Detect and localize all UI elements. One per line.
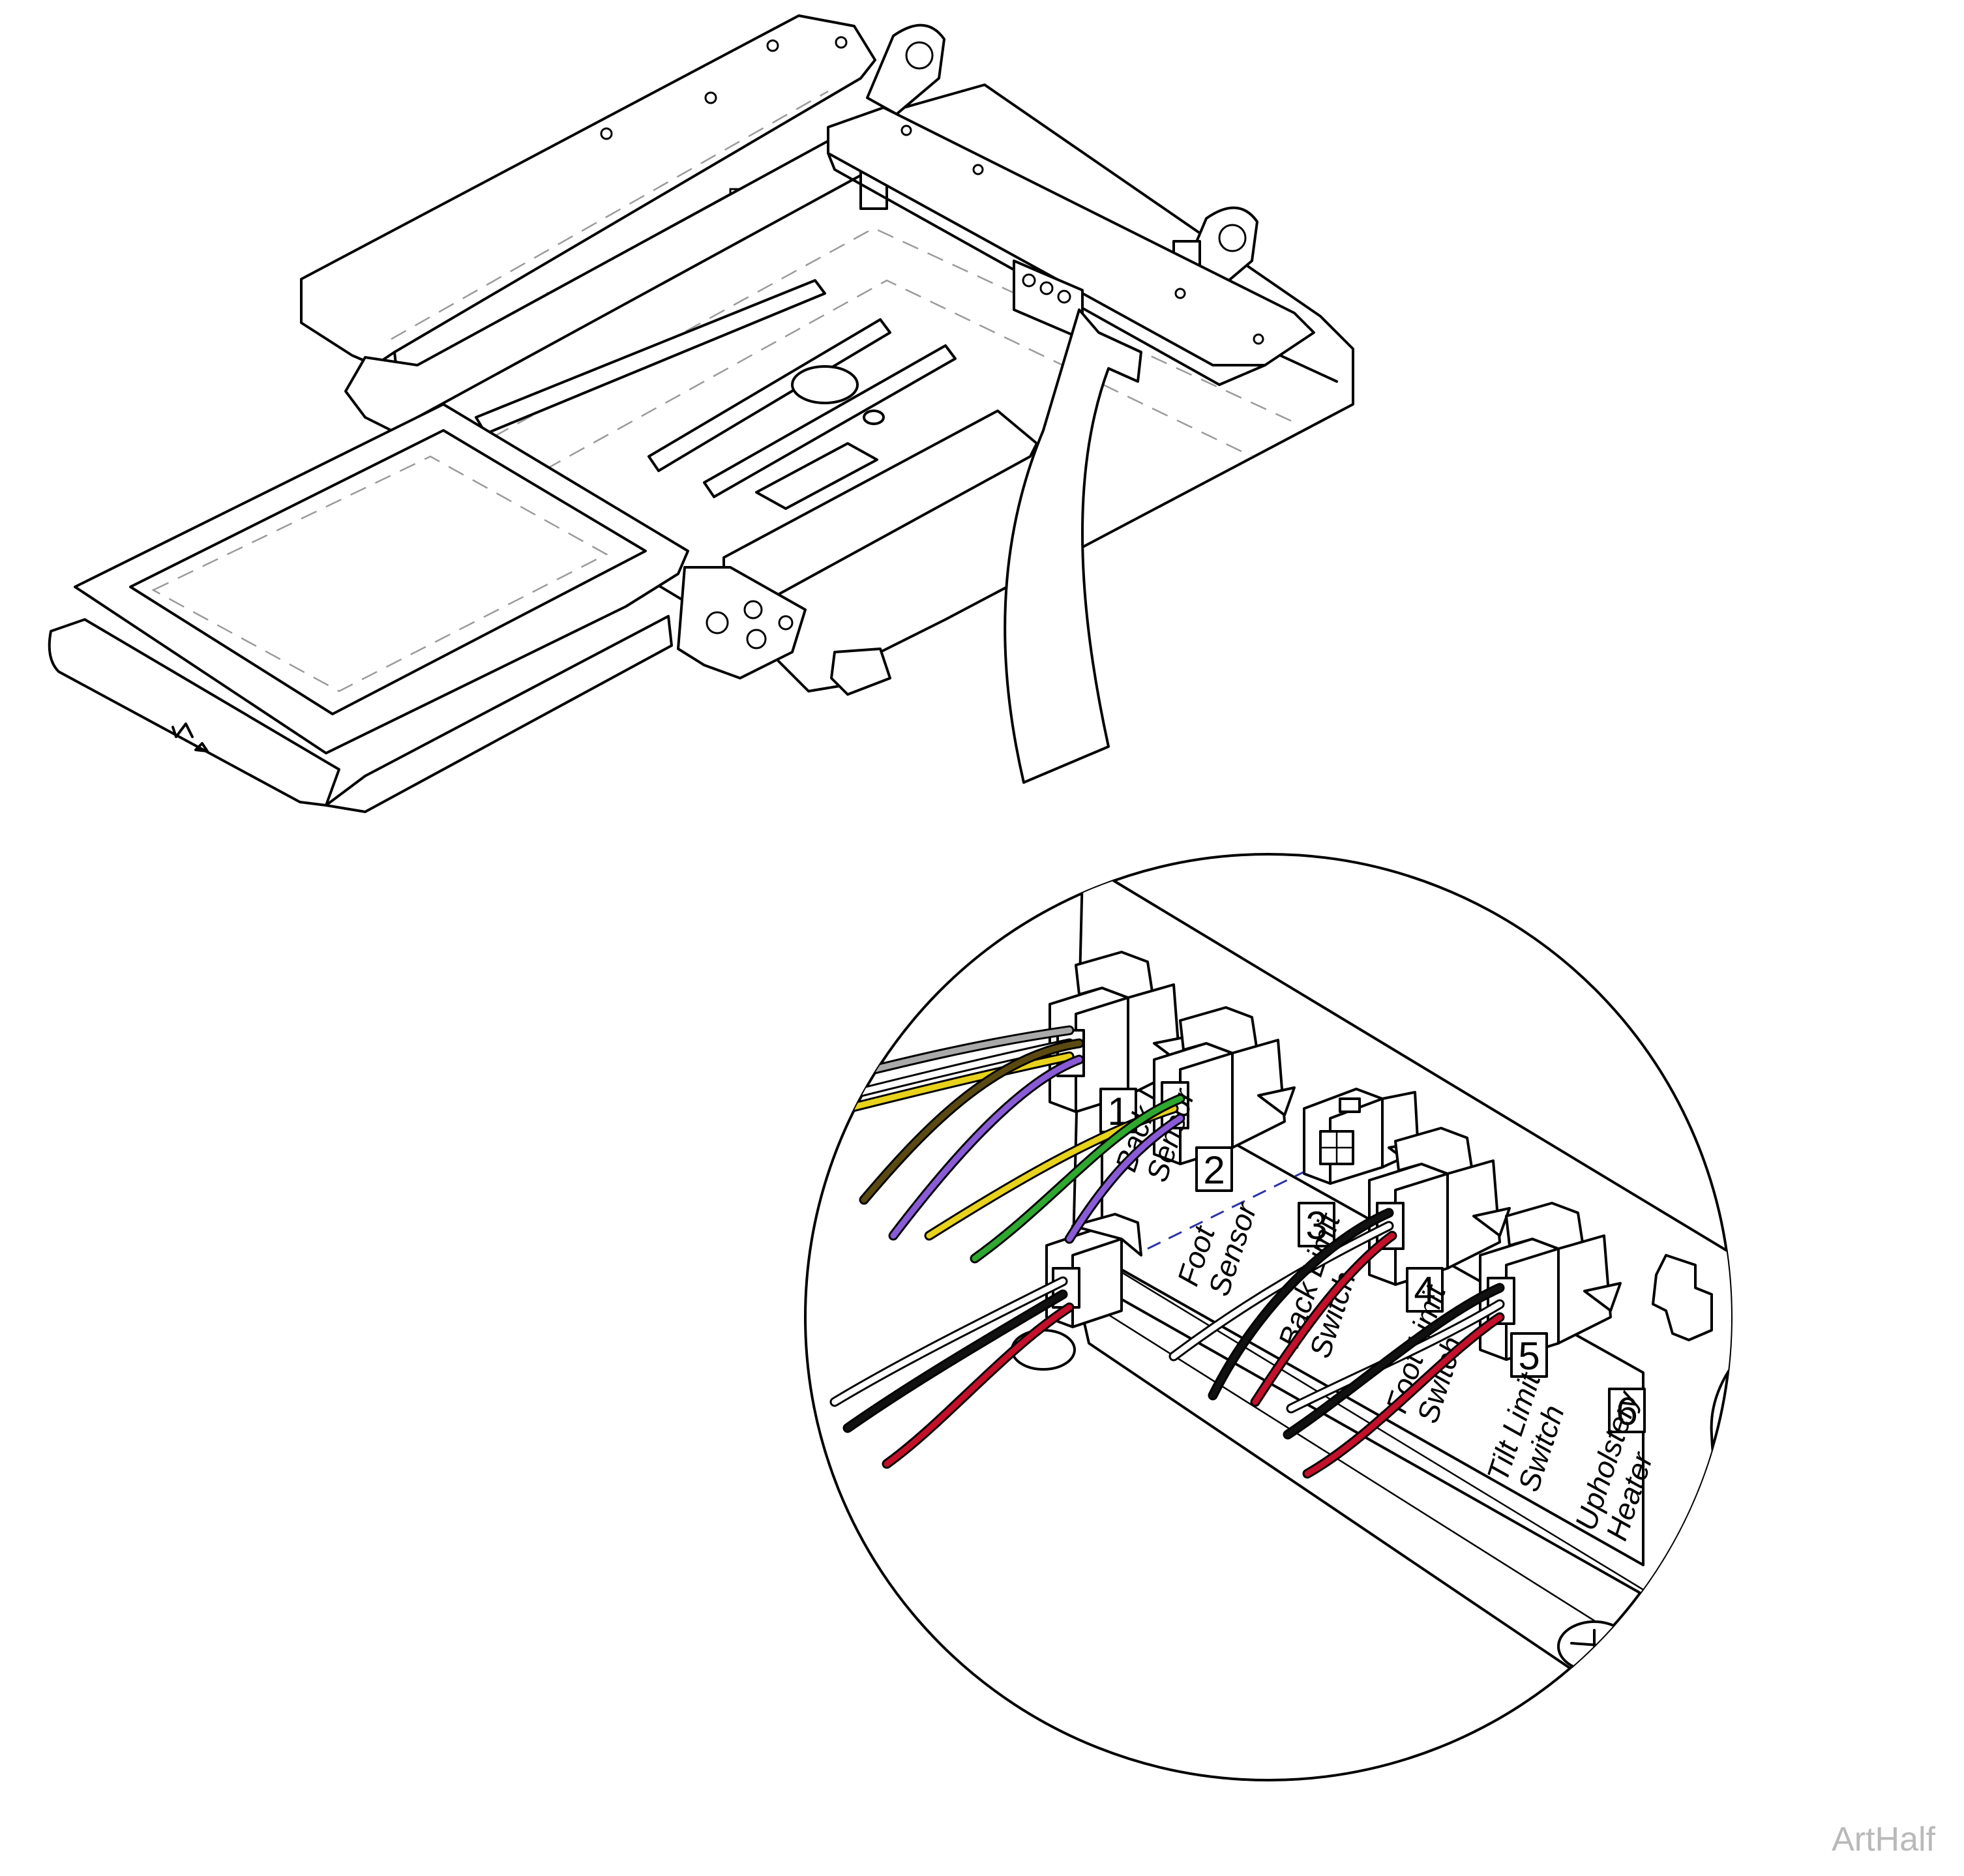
connector-5 — [1479, 1202, 1622, 1361]
port-number-4: 4 — [1414, 1269, 1435, 1313]
plate-hole — [600, 127, 613, 140]
wire-purple — [1066, 1115, 1183, 1242]
connector-2 — [1153, 1006, 1296, 1165]
base-top-plate — [300, 14, 876, 366]
port-number-6: 6 — [1616, 1390, 1637, 1433]
port-number-box — [1298, 1202, 1335, 1247]
frame-slot — [755, 442, 878, 510]
port-number-box — [1510, 1332, 1548, 1378]
bumper-foot — [830, 648, 891, 696]
plate-hole — [766, 39, 779, 52]
front-bracket-hole — [706, 611, 729, 634]
wire-black — [1210, 1210, 1392, 1399]
plate-hole — [704, 91, 717, 104]
wires — [816, 1025, 1505, 1479]
port-number-3: 3 — [1305, 1204, 1327, 1247]
center-boss — [791, 365, 859, 404]
wire-white — [1170, 1223, 1392, 1360]
front-bracket-hole — [778, 615, 794, 631]
connector-alignment-line — [1147, 1156, 1334, 1250]
hidden-line — [391, 90, 829, 340]
front-bracket-hole — [746, 629, 767, 649]
wire-black — [1285, 1285, 1503, 1438]
foot-tray — [74, 403, 689, 754]
port-number-5: 5 — [1518, 1334, 1540, 1378]
wire-red — [884, 1304, 1073, 1467]
wire-red — [1304, 1314, 1503, 1477]
cross-bracket — [827, 106, 1315, 366]
front-bracket-hole — [743, 600, 763, 619]
front-bracket — [677, 566, 807, 679]
port-number-box — [1608, 1388, 1646, 1433]
port-number-2: 2 — [1203, 1148, 1225, 1192]
slide-rail — [647, 318, 891, 472]
panel-keyhole-cutout — [1652, 1254, 1713, 1341]
pivot-hole — [905, 41, 934, 70]
detail-callout-leader — [1004, 308, 1142, 784]
wire-red — [1252, 1232, 1395, 1405]
wire-black — [844, 1291, 1066, 1431]
tray-bumper — [48, 618, 340, 807]
connector-4 — [1368, 1127, 1511, 1286]
wire-purple — [890, 1056, 1082, 1239]
detail-view-contents: 1 2 3 4 5 6 Back Sensor Foot Sensor Back… — [816, 869, 1731, 1697]
connector-3 — [1303, 1088, 1426, 1185]
wire-white — [831, 1278, 1066, 1405]
port-number-box — [1195, 1146, 1233, 1192]
pivot-hole — [1218, 224, 1247, 252]
slide-rail — [703, 344, 957, 498]
plate-hole — [835, 36, 848, 49]
watermark-text: ArtHalf — [1832, 1821, 1935, 1858]
chair-base-assembly — [48, 14, 1354, 813]
wire-brown — [861, 1040, 1082, 1203]
connector-1 — [1049, 951, 1188, 1113]
port-number-box — [1406, 1267, 1444, 1313]
wire-green — [972, 1095, 1183, 1262]
